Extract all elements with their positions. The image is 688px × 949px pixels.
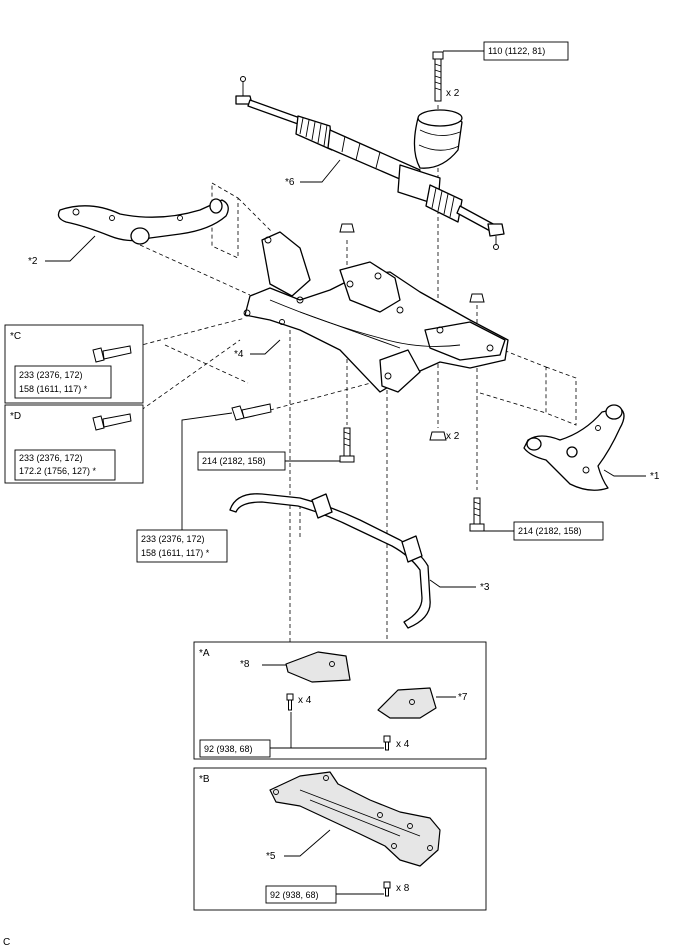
label-part-5: *5 bbox=[266, 851, 276, 862]
inset-c-torque-1: 233 (2376, 172) bbox=[19, 370, 83, 380]
torque-rear-line2: 158 (1611, 117) * bbox=[141, 548, 210, 558]
torque-box-right-bolt: 214 (2182, 158) bbox=[513, 521, 604, 541]
frame-stud-nuts bbox=[339, 223, 485, 441]
label-part-7: *7 bbox=[458, 692, 468, 703]
inset-d-title: *D bbox=[10, 411, 21, 422]
label-part-1: *1 bbox=[650, 471, 660, 482]
inset-d-torque-2: 172.2 (1756, 127) * bbox=[19, 466, 97, 476]
inset-d: *D 233 (2376, 172) 172.2 (1756, 127) * bbox=[4, 404, 144, 484]
inset-a: *A *8 *7 x 4 x 4 92 (938, 68) bbox=[193, 641, 487, 760]
torque-right-bolt-text: 214 (2182, 158) bbox=[518, 526, 582, 536]
label-part-2: *2 bbox=[28, 256, 38, 267]
torque-box-left-bolt: 214 (2182, 158) bbox=[197, 451, 286, 471]
inset-c-torque-2: 158 (1611, 117) * bbox=[19, 384, 88, 394]
torque-box-rear-bolt: 233 (2376, 172) 158 (1611, 117) * bbox=[136, 529, 228, 563]
qty-bolt-a2: x 4 bbox=[396, 739, 410, 750]
qty-rack-bolt: x 2 bbox=[446, 88, 460, 99]
assembly-guide-lines bbox=[129, 105, 577, 880]
lower-arm-right bbox=[523, 404, 625, 491]
label-part-3: *3 bbox=[480, 582, 490, 593]
torque-left-bolt-text: 214 (2182, 158) bbox=[202, 456, 266, 466]
torque-rear-line1: 233 (2376, 172) bbox=[141, 534, 205, 544]
lower-arm-left bbox=[57, 198, 229, 245]
inset-a-title: *A bbox=[199, 648, 210, 659]
inset-b: *B *5 x 8 92 (938, 68) bbox=[193, 767, 487, 911]
label-part-6: *6 bbox=[285, 177, 295, 188]
qty-nut: x 2 bbox=[446, 431, 460, 442]
steering-rack-assembly bbox=[235, 76, 505, 250]
torque-rack-text: 110 (1122, 81) bbox=[488, 46, 545, 56]
inset-d-torque-1: 233 (2376, 172) bbox=[19, 453, 83, 463]
qty-bolt-b: x 8 bbox=[396, 883, 410, 894]
inset-c-title: *C bbox=[10, 331, 21, 342]
figure-code: C bbox=[3, 937, 10, 948]
inset-b-title: *B bbox=[199, 774, 210, 785]
label-part-8: *8 bbox=[240, 659, 250, 670]
front-crossmember bbox=[243, 231, 509, 393]
label-part-4: *4 bbox=[234, 349, 244, 360]
qty-bolt-a1: x 4 bbox=[298, 695, 312, 706]
rack-mount-bolt bbox=[432, 51, 444, 102]
inset-c: *C 233 (2376, 172) 158 (1611, 117) * bbox=[4, 324, 144, 404]
crossmember-bolts bbox=[231, 403, 485, 532]
torque-box-rack: 110 (1122, 81) bbox=[483, 41, 569, 61]
inset-b-torque: 92 (938, 68) bbox=[270, 890, 319, 900]
stabilizer-bar bbox=[229, 493, 431, 629]
inset-a-torque: 92 (938, 68) bbox=[204, 744, 253, 754]
